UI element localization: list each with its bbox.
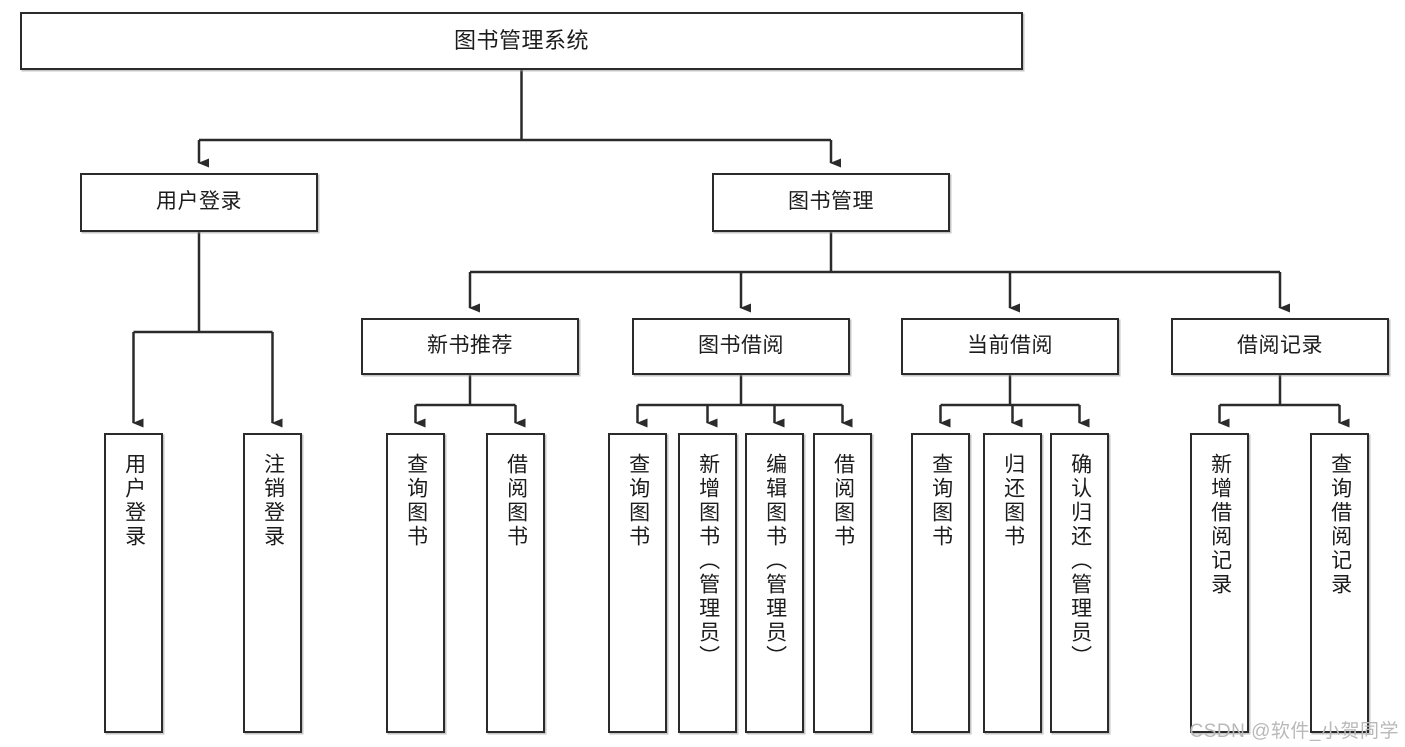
- node-leaf-borrow-book[interactable]: 借阅图书: [813, 433, 872, 733]
- node-leaf-borrow-book-recommend[interactable]: 借阅图书: [486, 433, 545, 733]
- connector-borrow-record-to-leaves: [1218, 375, 1350, 428]
- node-book-borrow-label: 图书借阅: [698, 334, 784, 358]
- node-leaf-query-book-borrow-label: 查询图书: [626, 453, 650, 549]
- node-leaf-query-borrow-record-label: 查询借阅记录: [1328, 453, 1352, 597]
- node-book-management[interactable]: 图书管理: [712, 173, 950, 232]
- node-user-login-label: 用户登录: [156, 190, 242, 214]
- connector-current-borrow-to-leaves: [939, 375, 1090, 428]
- node-leaf-edit-book-admin-label: 编辑图书（管理员）: [763, 453, 787, 669]
- node-leaf-query-book-recommend[interactable]: 查询图书: [386, 433, 445, 733]
- node-new-book-recommend-label: 新书推荐: [427, 334, 513, 358]
- connector-book-borrow-to-leaves: [636, 375, 853, 428]
- node-leaf-query-book-current[interactable]: 查询图书: [911, 433, 970, 733]
- node-leaf-query-book-recommend-label: 查询图书: [404, 453, 428, 549]
- node-user-login[interactable]: 用户登录: [80, 173, 318, 232]
- node-leaf-add-book-admin[interactable]: 新增图书（管理员）: [678, 433, 737, 733]
- node-leaf-add-borrow-record-label: 新增借阅记录: [1208, 453, 1232, 597]
- node-borrow-record[interactable]: 借阅记录: [1171, 318, 1389, 375]
- node-leaf-return-book-label: 归还图书: [1001, 453, 1025, 549]
- node-leaf-confirm-return-admin-label: 确认归还（管理员）: [1068, 453, 1092, 669]
- node-leaf-user-login-label: 用户登录: [122, 453, 146, 549]
- node-leaf-confirm-return-admin[interactable]: 确认归还（管理员）: [1050, 433, 1109, 733]
- connector-user-login-to-leaves: [132, 232, 283, 428]
- node-leaf-return-book[interactable]: 归还图书: [983, 433, 1042, 733]
- connector-new-book-recommend-to-leaves: [414, 375, 526, 428]
- node-leaf-user-logout[interactable]: 注销登录: [243, 433, 302, 733]
- node-book-borrow[interactable]: 图书借阅: [632, 318, 850, 375]
- node-leaf-add-borrow-record[interactable]: 新增借阅记录: [1190, 433, 1249, 733]
- connector-book-management-to-level3: [468, 232, 1290, 313]
- node-current-borrow[interactable]: 当前借阅: [901, 318, 1119, 375]
- node-book-management-label: 图书管理: [788, 190, 874, 214]
- node-leaf-user-login[interactable]: 用户登录: [104, 433, 163, 733]
- node-leaf-borrow-book-recommend-label: 借阅图书: [504, 453, 528, 549]
- node-leaf-edit-book-admin[interactable]: 编辑图书（管理员）: [745, 433, 804, 733]
- node-root-label: 图书管理系统: [453, 28, 589, 54]
- node-root[interactable]: 图书管理系统: [20, 12, 1023, 70]
- watermark-text: CSDN @软件_小贺同学: [1189, 721, 1399, 742]
- connector-root-to-level2: [197, 70, 841, 168]
- node-leaf-query-borrow-record[interactable]: 查询借阅记录: [1310, 433, 1369, 733]
- node-borrow-record-label: 借阅记录: [1237, 334, 1323, 358]
- node-current-borrow-label: 当前借阅: [967, 334, 1053, 358]
- node-leaf-query-book-current-label: 查询图书: [929, 453, 953, 549]
- node-leaf-query-book-borrow[interactable]: 查询图书: [608, 433, 667, 733]
- node-new-book-recommend[interactable]: 新书推荐: [361, 318, 579, 375]
- node-leaf-borrow-book-label: 借阅图书: [831, 453, 855, 549]
- node-leaf-add-book-admin-label: 新增图书（管理员）: [696, 453, 720, 669]
- node-leaf-user-logout-label: 注销登录: [261, 453, 285, 549]
